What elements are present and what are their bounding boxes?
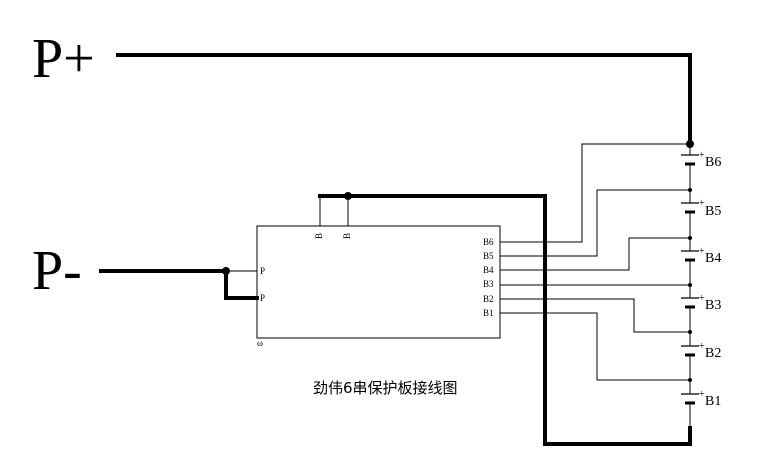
right-pin-b2: B2 [483, 294, 494, 304]
left-pin-1: P [260, 266, 265, 276]
cell-b5-label: B5 [705, 204, 721, 219]
p-plus-label: P+ [32, 28, 95, 90]
cell-b4-label: B4 [705, 251, 721, 266]
battery-stack: + B6 + B5 + B4 + B3 + B2 [681, 144, 721, 428]
right-pin-b1: B1 [483, 308, 494, 318]
cell-b1-label: B1 [705, 394, 721, 409]
sense-wire-b6 [500, 143, 690, 243]
sense-wire-b2 [500, 298, 690, 333]
diagram-caption: 劲伟6串保护板接线图 [313, 379, 458, 397]
p-minus-lead [99, 269, 259, 300]
sense-wire-b4 [500, 237, 690, 271]
top-pin-1: B [314, 233, 324, 239]
cell-b5: + B5 [681, 198, 721, 219]
cell-b2-plus: + [699, 341, 705, 352]
right-pin-b6: B6 [483, 237, 494, 247]
p-plus-lead [116, 53, 692, 146]
cell-b4-plus: + [699, 246, 705, 257]
cell-b6: + B6 [681, 150, 721, 170]
cell-b6-label: B6 [705, 155, 721, 170]
board-corner-mark: ω [257, 338, 263, 348]
cell-b1-plus: + [699, 389, 705, 400]
sense-wire-b5 [500, 189, 690, 257]
top-pin-2: B [342, 233, 352, 239]
cell-b4: + B4 [681, 246, 721, 266]
right-pin-b4: B4 [483, 265, 494, 275]
protection-board [256, 225, 501, 339]
cell-b3: + B3 [681, 293, 721, 313]
left-pin-2: P [260, 293, 265, 303]
sense-wire-b1 [500, 312, 690, 381]
cell-b3-label: B3 [705, 298, 721, 313]
cell-b6-plus: + [699, 150, 705, 161]
cell-b3-plus: + [699, 293, 705, 304]
right-pin-b3: B3 [483, 279, 494, 289]
p-minus-label: P- [32, 240, 82, 302]
cell-b2: + B2 [681, 341, 721, 361]
cell-b1: + B1 [681, 389, 721, 409]
b-minus-lead [318, 194, 692, 446]
p-minus-junction [222, 267, 230, 275]
cell-b5-plus: + [699, 198, 705, 209]
cell-b2-label: B2 [705, 346, 721, 361]
b-minus-junction [344, 192, 352, 200]
right-pin-b5: B5 [483, 251, 494, 261]
